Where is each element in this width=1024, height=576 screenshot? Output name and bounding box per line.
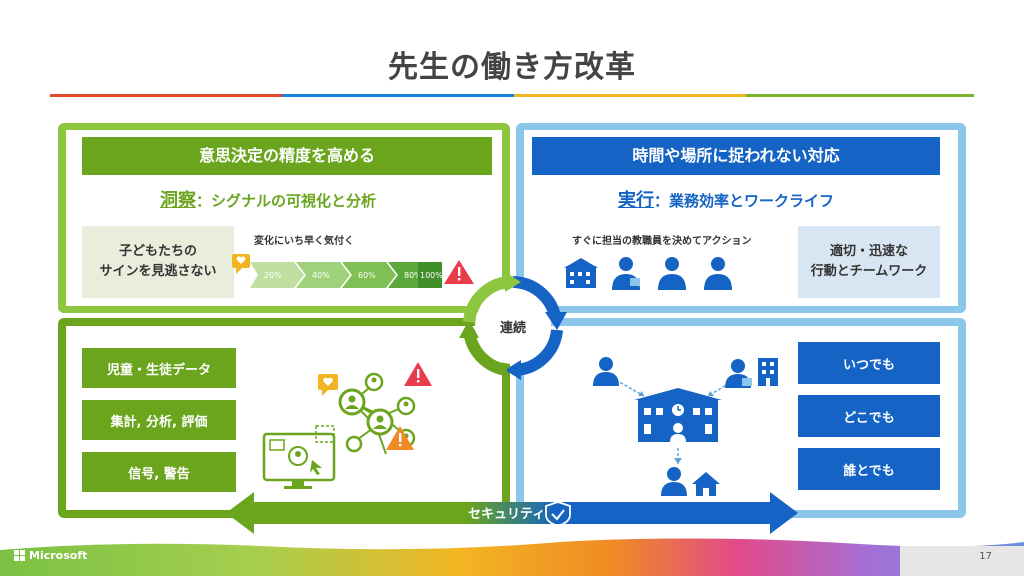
left-button-2[interactable]: 集計, 分析, 評価 [82,400,236,440]
network-illustration [262,362,432,489]
left-button-3[interactable]: 信号, 警告 [82,452,236,492]
right-sub-rest: ：業務効率とワークライフ [654,192,835,210]
right-button-2[interactable]: どこでも [798,395,940,437]
page-number: 17 [979,551,992,562]
left-grey-line1: 子どもたちの [118,243,197,259]
network-node-1 [338,388,366,416]
office-building-icon [758,358,778,386]
heart-chat-icon-2 [318,374,338,396]
chevron-step-5: 100% [418,262,443,288]
teacher-icon-3 [704,257,732,290]
teacher-laptop-icon [725,359,752,388]
step-label-5: 100% [420,271,443,280]
left-caption: 変化にいち早く気付く [254,236,354,247]
cycle-label: 連続 [499,321,526,336]
security-label: セキュリティ [468,507,546,522]
heart-chat-icon [232,254,250,274]
chevron-step-1: 20% [250,262,304,288]
cycle-diagram [459,272,567,380]
network-node-6 [345,435,363,453]
left-grey-box: 子どもたちの サインを見逃さない [82,226,234,298]
right-sub-key: 実行 [618,190,654,211]
security-arrow [226,492,798,534]
warning-icon-small [404,362,432,386]
microsoft-brand-text: Microsoft [29,549,88,562]
monitor-icon [262,425,336,489]
left-subtitle: 洞察：シグナルの可視化と分析 [160,186,376,212]
shield-check-icon [545,501,571,527]
teacher-icon-1 [612,257,640,290]
right-header: 時間や場所に捉われない対応 [532,137,940,175]
teacher-icon-bottom [661,467,687,496]
network-node-4 [366,408,394,436]
title-rule-blue [282,94,514,97]
step-label-4: 80% [404,271,422,280]
chevron-step-3: 60% [342,262,396,288]
right-grey-line2: 行動とチームワーク [810,264,928,279]
warning-icon-orange [386,426,414,450]
cycle-arrowhead-blue-top [545,312,567,330]
title-rule-green [746,94,974,97]
slide-title: 先生の働き方改革 [388,50,636,85]
home-icon [692,472,720,496]
left-grey-line2: サインを見逃さない [99,264,217,279]
right-grey-line1: 適切・迅速な [829,243,908,259]
network-node-2 [364,372,384,392]
left-sub-key: 洞察 [160,190,196,211]
school-icon [634,388,722,442]
footer-band [0,538,1024,576]
cycle-arrowhead-green-top [505,272,521,292]
left-button-1[interactable]: 児童・生徒データ [82,348,236,388]
right-caption: すぐに担当の教職員を決めてアクション [572,236,752,247]
right-grey-box: 適切・迅速な 行動とチームワーク [798,226,940,298]
left-header: 意思決定の精度を高める [82,137,492,175]
windows-logo-icon [14,550,25,561]
teacher-icon-left [593,357,619,386]
cycle-arrow-blue-bottom [516,329,563,376]
chevron-step-2: 40% [296,262,350,288]
right-button-3[interactable]: 誰とでも [798,448,940,490]
teacher-icon-2 [658,257,686,290]
title-rule-yellow [514,94,746,97]
step-label-1: 20% [264,271,282,280]
microsoft-logo: Microsoft [14,549,87,562]
step-label-2: 40% [312,271,330,280]
step-label-3: 60% [358,271,376,280]
school-building-icon [564,258,598,288]
cycle-arrowhead-green-bottom [459,320,479,338]
network-node-3 [396,396,416,416]
team-icons [564,257,732,290]
cycle-arrowhead-blue-bottom [505,360,521,380]
right-button-1[interactable]: いつでも [798,342,940,384]
warning-icon [444,260,474,284]
progress-chevrons: 20% 40% 60% 80% 100% [232,254,474,288]
title-rule-red [50,94,282,97]
cycle-arrow-green-top [463,276,510,323]
remote-work-illustration [593,357,778,496]
right-subtitle: 実行：業務効率とワークライフ [618,186,834,212]
left-sub-rest: ：シグナルの可視化と分析 [196,192,377,210]
